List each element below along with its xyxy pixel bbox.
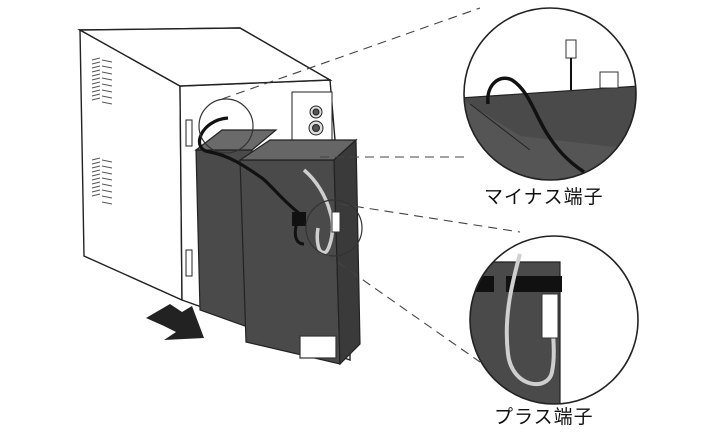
callout-plus-circle <box>305 199 363 257</box>
battery-label <box>299 335 337 359</box>
plus-terminal-detail <box>541 293 559 339</box>
minus-terminal-label: マイナス端子 <box>484 186 604 208</box>
leader-lines <box>221 7 521 363</box>
battery-right <box>239 159 341 365</box>
zoom-plus-terminal <box>469 235 639 405</box>
arrow-left-down-icon <box>146 304 204 340</box>
zoom-minus-terminal <box>463 7 637 181</box>
callout-minus-circle <box>198 98 254 154</box>
plus-terminal-label: プラス端子 <box>494 406 594 428</box>
minus-connector <box>292 212 306 226</box>
plus-cable <box>302 168 335 255</box>
minus-cable <box>197 116 301 216</box>
battery-pack <box>194 129 361 366</box>
side-vents <box>91 57 113 205</box>
plus-connector <box>331 211 341 233</box>
